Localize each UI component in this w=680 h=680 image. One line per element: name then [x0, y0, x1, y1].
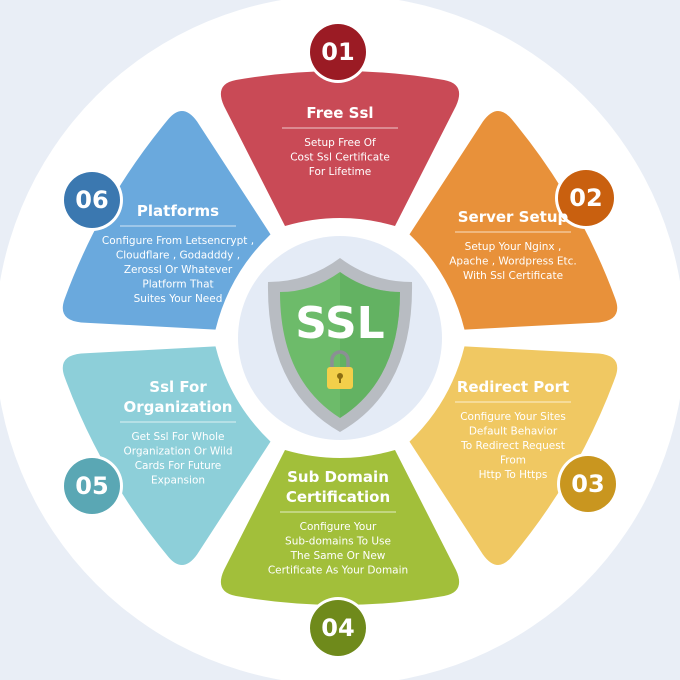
petal-step-01 [220, 71, 460, 226]
step-title: Free Ssl [306, 104, 373, 122]
step-number-badge-05: 05 [61, 455, 123, 517]
step-description-line: To Redirect Request [460, 440, 565, 452]
step-description-line: Cost Ssl Certificate [290, 152, 390, 164]
step-description-line: Configure Your [300, 521, 377, 533]
step-description-line: With Ssl Certificate [463, 270, 563, 282]
step-description-line: The Same Or New [290, 550, 386, 562]
step-title: Sub Domain [287, 468, 389, 486]
step-number: 02 [569, 184, 602, 212]
step-description-line: Platform That [142, 279, 213, 291]
petal-step-04 [220, 450, 460, 605]
step-description-line: From [500, 455, 526, 467]
step-description-line: Setup Your Nginx , [465, 241, 562, 253]
step-description-line: Cloudflare , Godadddy , [116, 250, 240, 262]
petal-step-03 [409, 346, 618, 565]
step-description-line: Certificate As Your Domain [268, 565, 408, 577]
step-description-line: Zerossl Or Whatever [124, 264, 233, 276]
step-number-badge-02: 02 [555, 167, 617, 229]
step-description-line: Cards For Future [135, 460, 222, 472]
step-title: Platforms [137, 202, 219, 220]
petal-step-06 [62, 111, 271, 330]
step-title: Certification [286, 488, 390, 506]
step-description-line: Setup Free Of [304, 137, 376, 149]
step-number: 04 [321, 614, 354, 642]
ssl-badge-text: SSL [295, 298, 384, 349]
step-number-badge-03: 03 [557, 453, 619, 515]
step-description-line: Suites Your Need [134, 293, 223, 305]
padlock-icon [327, 350, 353, 389]
step-title: Redirect Port [457, 378, 569, 396]
step-number-badge-01: 01 [307, 21, 369, 83]
step-title: Organization [124, 398, 233, 416]
step-title: Ssl For [149, 378, 207, 396]
step-description-line: Expansion [151, 475, 205, 487]
petal-step-05 [62, 346, 271, 565]
shield-icon [267, 258, 413, 432]
step-description-line: For Lifetime [309, 166, 371, 178]
step-description-line: Apache , Wordpress Etc. [449, 256, 577, 268]
step-number: 03 [571, 470, 604, 498]
step-number: 05 [75, 472, 108, 500]
step-description-line: Get Ssl For Whole [131, 431, 224, 443]
step-description-line: Default Behavior [469, 426, 558, 438]
step-number: 06 [75, 186, 108, 214]
step-description-line: Sub-domains To Use [285, 536, 391, 548]
step-description-line: Configure Your Sites [460, 411, 566, 423]
step-description-line: Http To Https [479, 469, 548, 481]
petal-step-02 [409, 111, 618, 330]
step-description-line: Configure From Letsencrypt , [102, 235, 254, 247]
step-number-badge-06: 06 [61, 169, 123, 231]
step-title: Server Setup [458, 208, 569, 226]
step-description-line: Organization Or Wild [123, 446, 232, 458]
step-number: 01 [321, 38, 354, 66]
step-number-badge-04: 04 [307, 597, 369, 659]
